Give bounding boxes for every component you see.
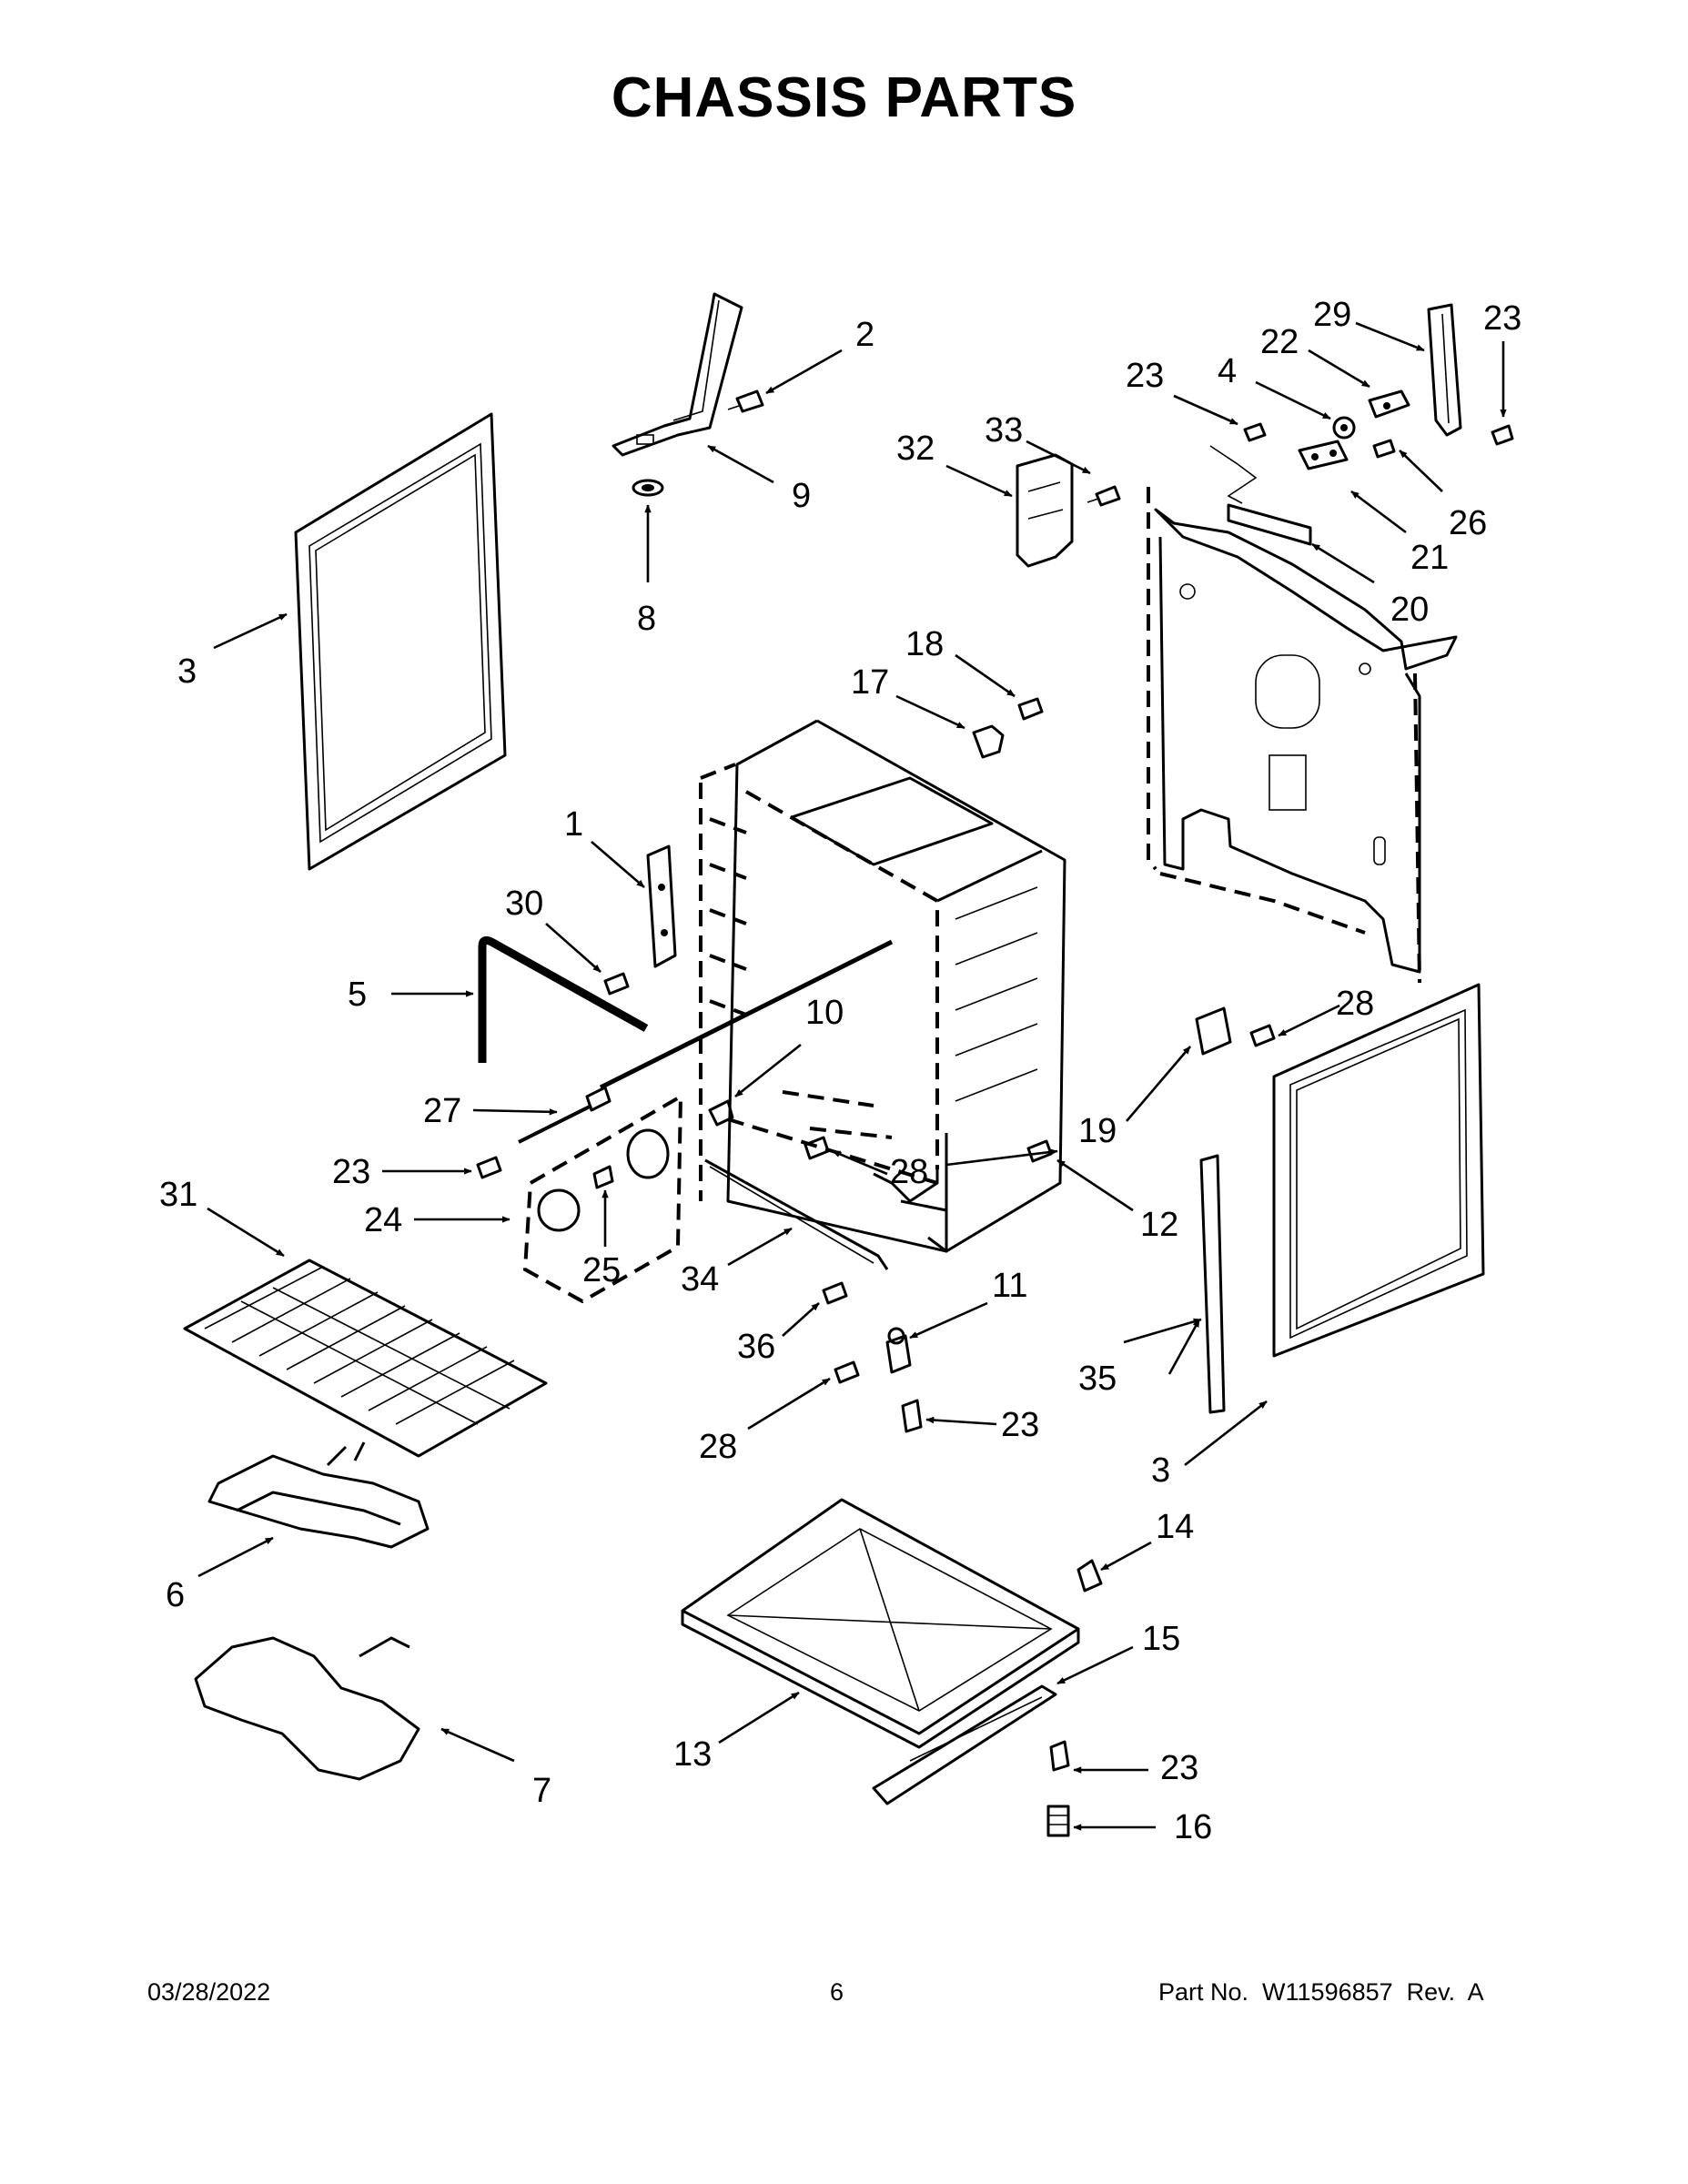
callout-25: 25 bbox=[582, 1251, 621, 1289]
callout-12: 12 bbox=[1140, 1206, 1178, 1244]
bracket-19-drawing bbox=[1195, 1006, 1232, 1056]
callout-5: 5 bbox=[348, 976, 367, 1014]
bake-element-7-drawing bbox=[194, 1636, 420, 1781]
clip-17-drawing bbox=[972, 724, 1005, 759]
callout-3: 3 bbox=[1151, 1451, 1170, 1490]
screw-12-drawing bbox=[1026, 1139, 1053, 1163]
footer-page-number: 6 bbox=[830, 1978, 844, 2006]
callout-23: 23 bbox=[1001, 1406, 1039, 1444]
knob-group-24-drawing bbox=[522, 1093, 683, 1304]
footer-date: 03/28/2022 bbox=[147, 1978, 271, 2006]
side-panel-left-drawing bbox=[294, 412, 507, 871]
screw-33-drawing bbox=[1087, 485, 1121, 507]
rear-panel-drawing bbox=[1147, 487, 1458, 984]
terminal-21-drawing bbox=[1298, 440, 1349, 470]
screw-28-center-drawing bbox=[804, 1136, 830, 1160]
callout-28: 28 bbox=[1336, 985, 1374, 1023]
callout-16: 16 bbox=[1174, 1808, 1212, 1846]
callout-34: 34 bbox=[681, 1260, 719, 1299]
callout-23: 23 bbox=[1483, 299, 1521, 338]
leveler-11-drawing bbox=[885, 1327, 912, 1374]
screw-36-drawing bbox=[822, 1281, 848, 1305]
footer-part-number: Part No. W11596857 Rev. A bbox=[1158, 1978, 1484, 2006]
leader-lines bbox=[197, 321, 1507, 1831]
page-title: CHASSIS PARTS bbox=[611, 66, 1077, 129]
callout-28: 28 bbox=[890, 1153, 928, 1191]
callout-10: 10 bbox=[805, 994, 844, 1032]
side-panel-right-drawing bbox=[1272, 983, 1485, 1358]
front-bracket-drawing bbox=[612, 292, 743, 457]
bracket-1-drawing bbox=[646, 844, 677, 968]
rail-15-drawing bbox=[872, 1684, 1057, 1805]
screw-23-lower-drawing bbox=[901, 1399, 923, 1433]
callout-2: 2 bbox=[855, 316, 874, 354]
callout-13: 13 bbox=[673, 1735, 712, 1774]
callout-labels: 2 9 8 3 32 33 23 4 22 29 23 26 21 20 18 … bbox=[159, 296, 1521, 1846]
callout-4: 4 bbox=[1218, 352, 1237, 390]
probe-27-drawing bbox=[518, 1086, 612, 1144]
callout-29: 29 bbox=[1313, 296, 1351, 334]
callout-21: 21 bbox=[1410, 539, 1449, 577]
screw-30-drawing bbox=[603, 972, 630, 996]
callout-6: 6 bbox=[166, 1576, 185, 1614]
callout-1: 1 bbox=[564, 805, 583, 844]
callout-33: 33 bbox=[985, 411, 1023, 450]
callout-36: 36 bbox=[737, 1328, 775, 1366]
callout-31: 31 bbox=[159, 1176, 197, 1214]
callout-23: 23 bbox=[1160, 1749, 1198, 1787]
callout-20: 20 bbox=[1390, 591, 1429, 629]
callout-11: 11 bbox=[992, 1267, 1027, 1305]
callout-9: 9 bbox=[792, 477, 811, 515]
clip-22-drawing bbox=[1368, 389, 1410, 419]
strip-35-drawing bbox=[1199, 1154, 1226, 1414]
screw-2-drawing bbox=[727, 389, 764, 413]
drawer-13-drawing bbox=[681, 1498, 1080, 1749]
callout-14: 14 bbox=[1156, 1508, 1194, 1546]
callout-18: 18 bbox=[905, 625, 944, 663]
screw-23-bottom-drawing bbox=[1049, 1740, 1070, 1772]
callout-23: 23 bbox=[1126, 357, 1164, 395]
sensor-10-drawing bbox=[599, 939, 894, 1127]
gasket-5-drawing bbox=[478, 935, 649, 1063]
callout-8: 8 bbox=[637, 600, 656, 638]
bracket-20-drawing bbox=[1209, 445, 1312, 546]
callout-28: 28 bbox=[699, 1428, 737, 1466]
callout-30: 30 bbox=[505, 885, 543, 923]
broil-element-6-drawing bbox=[207, 1441, 430, 1549]
callout-7: 7 bbox=[532, 1772, 551, 1810]
callout-22: 22 bbox=[1260, 323, 1299, 361]
oven-rack-31-drawing bbox=[183, 1259, 548, 1458]
callout-24: 24 bbox=[364, 1201, 402, 1239]
callout-35: 35 bbox=[1078, 1360, 1117, 1398]
screw-18-drawing bbox=[1017, 697, 1044, 721]
callout-23: 23 bbox=[332, 1153, 370, 1191]
screw-23-upper-drawing bbox=[1243, 422, 1514, 459]
callout-17: 17 bbox=[851, 663, 889, 702]
bracket-29-drawing bbox=[1427, 303, 1462, 437]
callout-15: 15 bbox=[1142, 1620, 1180, 1658]
leg-16-drawing bbox=[1046, 1805, 1070, 1837]
callout-3: 3 bbox=[177, 652, 197, 691]
clip-14-drawing bbox=[1076, 1559, 1103, 1592]
pad-8-drawing bbox=[632, 479, 664, 497]
callout-32: 32 bbox=[896, 430, 935, 468]
rod-34-drawing bbox=[704, 1158, 889, 1270]
callout-27: 27 bbox=[423, 1092, 461, 1130]
screw-28-lower-drawing bbox=[834, 1360, 860, 1384]
panel-32-drawing bbox=[1016, 453, 1074, 568]
callout-26: 26 bbox=[1449, 504, 1487, 542]
callout-19: 19 bbox=[1078, 1112, 1117, 1150]
screw-23-left-drawing bbox=[476, 1156, 502, 1179]
screw-28-right-drawing bbox=[1249, 1024, 1276, 1047]
part-4-drawing bbox=[1332, 416, 1356, 440]
